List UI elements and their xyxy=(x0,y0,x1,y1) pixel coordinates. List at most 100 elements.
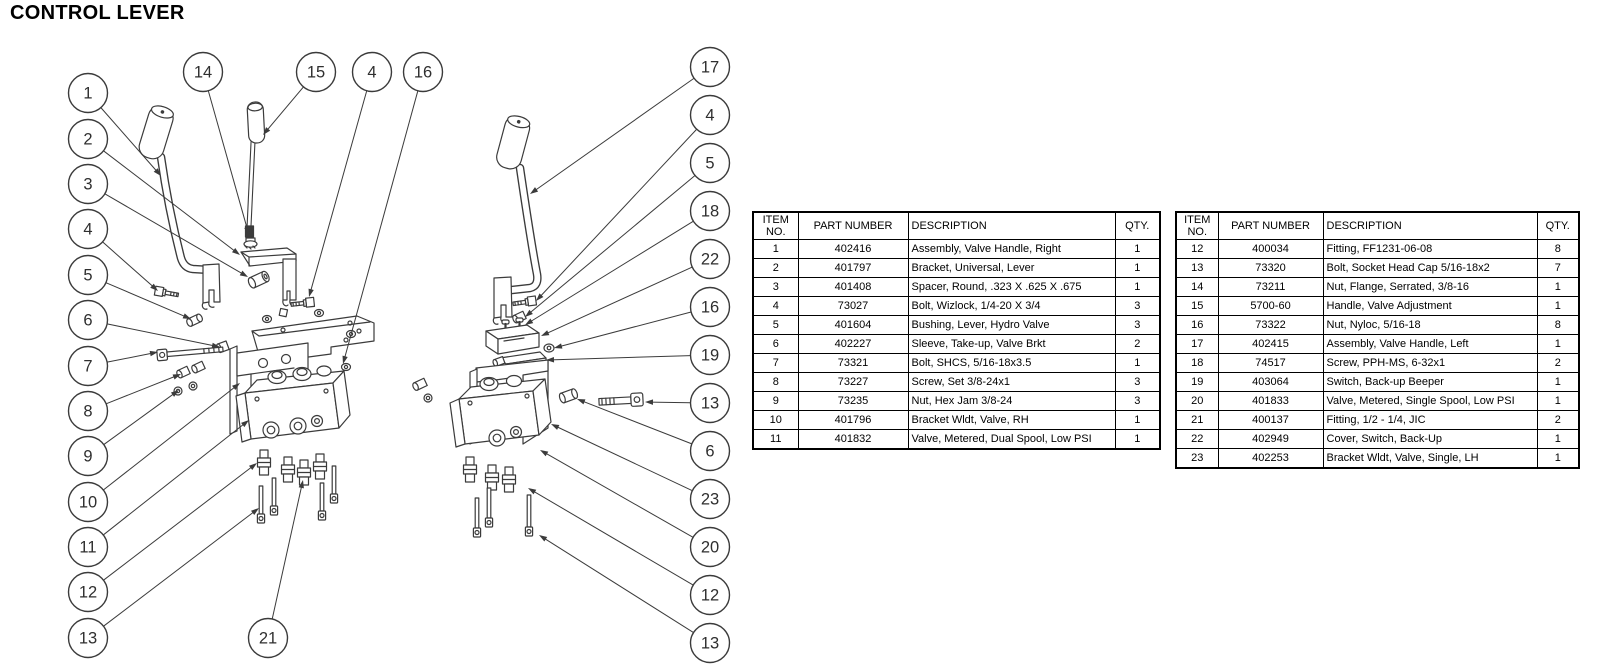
part-number-cell: 400034 xyxy=(1217,239,1324,259)
set-screw-drawing xyxy=(176,365,191,379)
callout-balloon-11: 11 xyxy=(67,526,109,568)
leader-arrowhead xyxy=(244,226,250,235)
qty-cell: 1 xyxy=(1536,372,1580,392)
part-number-cell: 402227 xyxy=(797,334,909,354)
part-number-cell: 401408 xyxy=(797,277,909,297)
balloon-circle xyxy=(689,94,731,136)
part-number-cell: 401604 xyxy=(797,315,909,335)
balloon-number: 10 xyxy=(79,494,97,512)
balloon-number: 1 xyxy=(83,85,92,103)
balloon-circle xyxy=(67,118,109,160)
universal-bracket-drawing xyxy=(240,247,297,318)
leader-line xyxy=(542,537,694,634)
balloon-number: 4 xyxy=(705,107,714,125)
leader-line xyxy=(649,401,691,404)
qty-cell: 1 xyxy=(1114,429,1161,450)
leader-line xyxy=(104,193,244,275)
qty-cell: 1 xyxy=(1114,239,1161,259)
socket-bolt-drawing xyxy=(256,465,339,524)
balloon-number: 12 xyxy=(79,584,97,602)
callout-balloon-1: 1 xyxy=(67,72,109,114)
part-number-cell: 5700-60 xyxy=(1217,296,1324,316)
nyloc-nut-drawing xyxy=(543,343,555,353)
balloon-number: 6 xyxy=(705,443,714,461)
balloon-circle xyxy=(182,51,224,93)
item-no-cell: 7 xyxy=(752,353,799,373)
balloon-circle xyxy=(67,163,109,205)
qty-cell: 3 xyxy=(1114,296,1161,316)
part-number-cell: 402415 xyxy=(1217,334,1324,354)
leader-line xyxy=(558,311,692,348)
balloon-circle xyxy=(67,435,109,477)
leader-arrowhead xyxy=(211,342,220,349)
qty-cell: 2 xyxy=(1536,353,1580,373)
qty-cell: 8 xyxy=(1536,239,1580,259)
leader-line xyxy=(539,128,698,298)
wizlock-bolt-drawing xyxy=(290,296,316,308)
callout-balloon-8: 8 xyxy=(67,390,109,432)
leader-arrowhead xyxy=(530,187,539,194)
balloon-number: 15 xyxy=(307,64,325,82)
nyloc-nut-drawing xyxy=(261,308,357,372)
leader-arrowhead xyxy=(525,309,533,317)
balloon-number: 5 xyxy=(705,155,714,173)
fitting-drawing xyxy=(462,456,517,493)
part-number-cell: 74517 xyxy=(1217,353,1324,373)
balloon-circle xyxy=(67,571,109,613)
balloon-circle xyxy=(689,574,731,616)
leader-line xyxy=(343,90,419,360)
balloon-circle xyxy=(689,622,731,664)
description-cell: Bolt, SHCS, 5/16-18x3.5 xyxy=(907,353,1116,373)
qty-cell: 1 xyxy=(1114,277,1161,297)
callout-balloon-22: 22 xyxy=(689,238,731,280)
leader-arrowhead xyxy=(182,313,191,319)
leader-lines xyxy=(100,77,698,634)
balloon-number: 9 xyxy=(83,448,92,466)
item-no-cell: 9 xyxy=(752,391,799,411)
leader-arrowhead xyxy=(308,288,314,297)
leader-line xyxy=(533,77,695,192)
description-cell: Fitting, FF1231-06-08 xyxy=(1322,239,1538,259)
leader-arrowhead xyxy=(541,330,550,336)
description-cell: Sleeve, Take-up, Valve Brkt xyxy=(907,334,1116,354)
leader-line xyxy=(103,510,256,627)
leader-line xyxy=(102,241,155,289)
balloon-circle xyxy=(67,72,109,114)
item-no-cell: 14 xyxy=(1175,277,1219,297)
item-no-cell: 21 xyxy=(1175,410,1219,430)
part-number-cell: 73321 xyxy=(797,353,909,373)
loose-hardware-drawing xyxy=(412,377,433,403)
balloon-number: 4 xyxy=(83,221,92,239)
description-cell: Screw, PPH-MS, 6-32x1 xyxy=(1322,353,1538,373)
leader-line xyxy=(103,422,246,536)
leader-arrowhead xyxy=(153,168,161,176)
callout-balloon-3: 3 xyxy=(67,163,109,205)
balloon-number: 16 xyxy=(414,64,432,82)
balloon-circle xyxy=(402,51,444,93)
socket-bolt-drawing xyxy=(472,487,534,538)
balloon-number: 17 xyxy=(701,59,719,77)
balloon-circle xyxy=(295,51,337,93)
leader-line xyxy=(207,90,249,231)
leader-arrowhead xyxy=(241,420,249,428)
leader-arrowhead xyxy=(263,127,271,135)
callout-balloon-13: 13 xyxy=(67,617,109,659)
description-cell: Bolt, Socket Head Cap 5/16-18x2 xyxy=(1322,258,1538,278)
balloon-number: 19 xyxy=(701,347,719,365)
balloon-circle xyxy=(689,286,731,328)
description-cell: Bracket Wldt, Valve, RH xyxy=(907,410,1116,430)
balloon-circle xyxy=(67,526,109,568)
description-cell: Bolt, Wizlock, 1/4-20 X 3/4 xyxy=(907,296,1116,316)
qty-cell: 1 xyxy=(1536,296,1580,316)
leader-line xyxy=(103,150,237,253)
